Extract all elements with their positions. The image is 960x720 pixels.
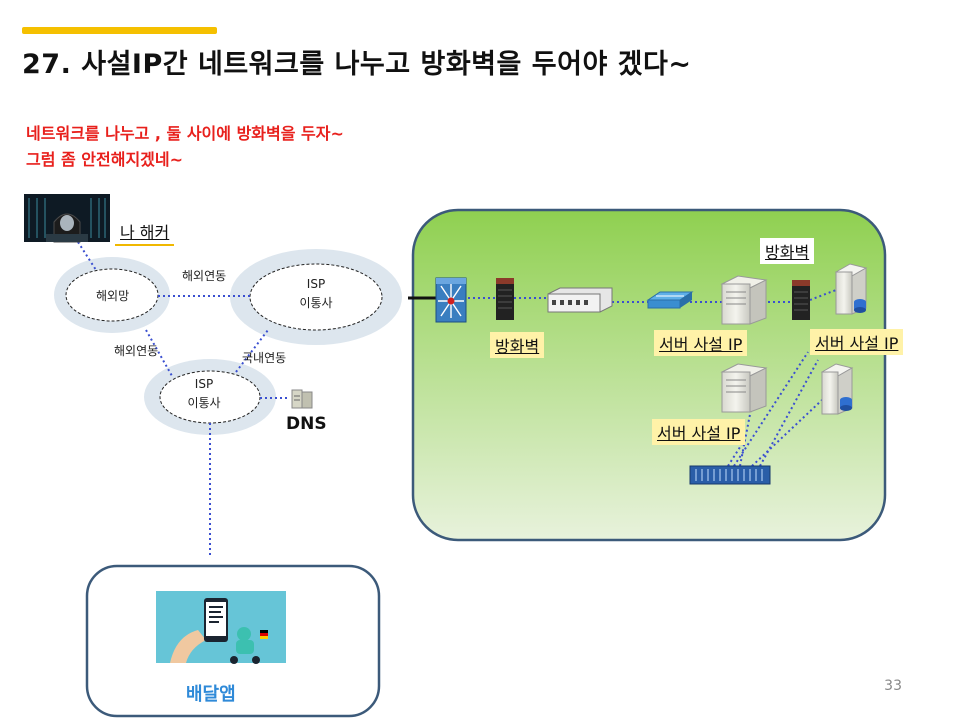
link-label-domestic: 국내연동	[242, 351, 287, 365]
server-label-2: 서버 사설 IP	[810, 329, 904, 355]
isp-bottom-line1: ISP	[194, 377, 214, 391]
network-appliance-icon	[547, 287, 613, 313]
link-blade-dbserver2	[751, 399, 823, 467]
firewall-icon-2	[792, 280, 810, 320]
link-blade-server2	[739, 403, 753, 467]
db-server-icon-2	[820, 363, 854, 415]
link-hacker-overseas	[77, 241, 97, 271]
isp-bottom-label: ISP 이통사	[174, 375, 234, 413]
isp-top-label: ISP 이통사	[286, 275, 346, 313]
link-overseas-isp-bottom	[145, 329, 173, 377]
private-network-box	[411, 208, 887, 542]
link-blade-label3	[759, 359, 819, 467]
link-label-overseas-isp: 해외연동	[182, 269, 227, 283]
server-label-1: 서버 사설 IP	[654, 330, 748, 356]
firewall-top-label: 방화벽	[760, 238, 815, 264]
isp-top-line2: 이통사	[299, 296, 333, 310]
server-label-3: 서버 사설 IP	[652, 419, 746, 445]
link-label-overseas-isp-bottom: 해외연동	[114, 344, 159, 358]
link-isp-domestic	[235, 329, 269, 373]
hacker-image	[24, 194, 110, 243]
overseas-net-label: 해외망	[96, 289, 130, 303]
isp-bottom-line2: 이통사	[187, 396, 221, 410]
dns-label: DNS	[286, 414, 327, 434]
switch-icon	[646, 291, 694, 309]
blade-chassis-icon	[689, 465, 771, 485]
subtitle-line-1: 네트워크를 나누고 , 둘 사이에 방화벽을 두자~	[26, 124, 344, 143]
isp-top-line1: ISP	[306, 277, 326, 291]
link-blade-server2b	[727, 443, 743, 467]
hacker-label: 나 해커	[115, 218, 175, 246]
delivery-app-image	[156, 591, 286, 664]
subtitle-line-2: 그럼 좀 안전해지겠네~	[26, 150, 184, 169]
server-icon-1	[720, 275, 768, 325]
title-accent-bar	[22, 27, 217, 34]
db-server-icon-1	[834, 263, 868, 315]
router-icon	[435, 277, 467, 323]
firewall-left-label: 방화벽	[490, 332, 545, 358]
delivery-app-label: 배달앱	[186, 684, 236, 705]
server-icon-2	[720, 363, 768, 413]
firewall-icon-1	[496, 278, 514, 320]
slide-title: 27. 사설IP간 네트워크를 나누고 방화벽을 두어야 겠다~	[22, 49, 692, 80]
dns-server-icon	[291, 389, 313, 409]
page-number: 33	[884, 678, 902, 694]
isp-top-cloud	[249, 263, 383, 331]
